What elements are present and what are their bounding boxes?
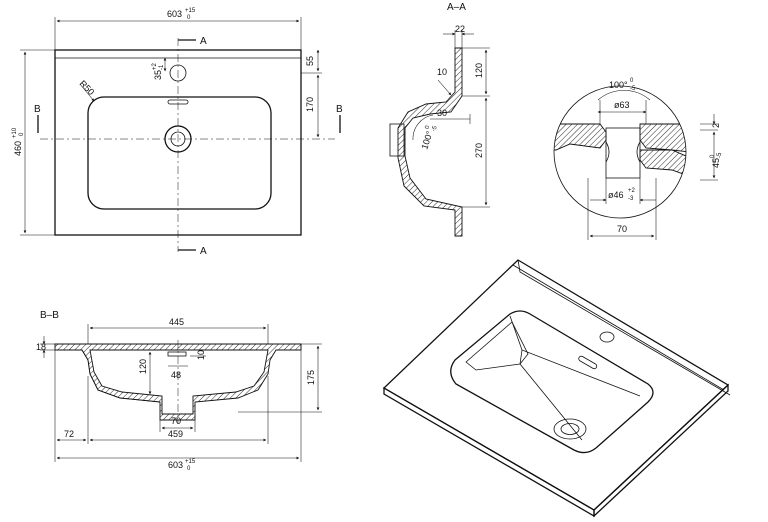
section-bb-title: B–B <box>40 310 59 321</box>
section-a-top: A <box>200 36 207 47</box>
aa-dim-22: 22 <box>455 24 465 34</box>
aa-dim-10: 10 <box>437 67 447 77</box>
section-aa-title: A–A <box>447 2 466 13</box>
iso-drain-inner <box>560 423 580 435</box>
radius-label: R50 <box>78 78 97 97</box>
svg-text:0: 0 <box>710 154 716 158</box>
svg-text:+2: +2 <box>628 188 636 194</box>
iso-top-surface <box>382 259 730 511</box>
svg-text:+15: +15 <box>185 459 196 465</box>
bb-dim-120: 120 <box>138 359 148 374</box>
svg-text:0: 0 <box>425 124 432 130</box>
section-bb: B–B 445 18 10 120 48 175 70 <box>36 310 322 472</box>
svg-text:0: 0 <box>630 78 634 84</box>
bb-dim-10: 10 <box>196 350 206 360</box>
section-b-left: B <box>34 104 41 115</box>
bb-width-dim: 603 <box>168 460 183 470</box>
top-width-dim: 603 <box>167 9 182 19</box>
svg-text:-5: -5 <box>630 86 636 92</box>
svg-text:+10: +10 <box>12 127 18 138</box>
detail-dim-2: 2 <box>711 123 721 128</box>
detail-dim-63: ø63 <box>614 100 630 110</box>
svg-text:-5: -5 <box>717 152 723 158</box>
aa-dim-120: 120 <box>474 63 484 78</box>
bb-dim-459: 459 <box>168 429 183 439</box>
detail-dim-46: ø46 <box>608 190 624 200</box>
aa-dim-270: 270 <box>474 143 484 158</box>
isometric-view <box>382 259 731 518</box>
section-a-bottom: A <box>200 246 207 257</box>
detail-circle <box>553 85 687 219</box>
aa-angle: 100° <box>419 129 434 150</box>
top-dim-55: 55 <box>305 56 315 66</box>
svg-text:0: 0 <box>19 132 25 136</box>
section-b-right: B <box>336 104 343 115</box>
bowl-outline <box>87 96 272 210</box>
iso-overflow <box>578 355 598 370</box>
detail-dim-70: 70 <box>617 224 627 234</box>
tap-offset-dim: 35 <box>153 70 163 80</box>
section-aa: A–A 22 120 270 10 30 100° 0 -5 <box>389 2 490 237</box>
svg-text:-3: -3 <box>628 196 634 202</box>
bb-dim-72: 72 <box>64 429 74 439</box>
svg-text:+15: +15 <box>185 8 196 14</box>
svg-text:-5: -5 <box>431 125 439 133</box>
iso-tap-hole <box>599 331 615 343</box>
bb-dim-70: 70 <box>171 416 181 426</box>
detail-angle: 100° <box>609 80 628 90</box>
bb-dim-175: 175 <box>306 370 316 385</box>
bb-dim-48: 48 <box>171 370 181 380</box>
svg-text:0: 0 <box>187 15 191 21</box>
detail-dim-45: 45 <box>711 158 721 168</box>
svg-text:+2: +2 <box>152 62 158 70</box>
detail-view: 100° 0 -5 ø63 2 45 0 -5 ø46 +2 -3 70 <box>553 78 723 240</box>
top-height-dim: 460 <box>13 141 23 156</box>
section-aa-profile <box>397 47 463 237</box>
svg-text:0: 0 <box>187 466 191 472</box>
iso-bowl-rim <box>450 310 654 454</box>
bb-dim-445: 445 <box>169 317 184 327</box>
top-view: A A B B 603 +15 0 460 +10 0 35 +2 -1 <box>12 8 343 257</box>
bb-dim-18: 18 <box>36 342 46 352</box>
iso-drain-outer <box>553 418 587 440</box>
bowl-offset-dim: 170 <box>305 97 315 112</box>
aa-dim-30: 30 <box>437 108 447 118</box>
svg-text:-1: -1 <box>159 64 165 70</box>
